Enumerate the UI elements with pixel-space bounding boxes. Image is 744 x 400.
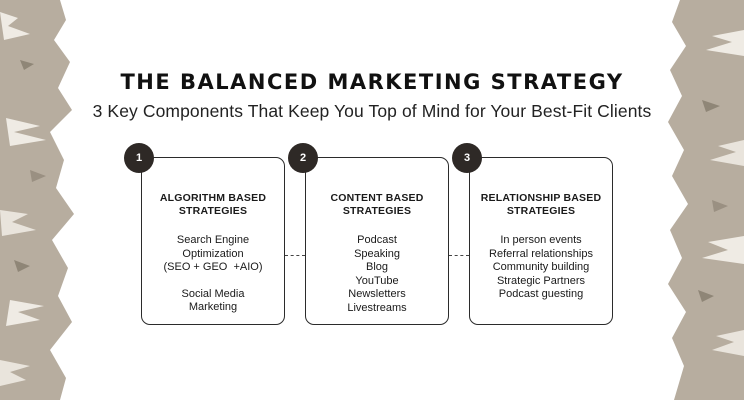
card-heading: ALGORITHM BASED STRATEGIES [142, 192, 284, 218]
card-heading-line: ALGORITHM BASED [159, 192, 267, 204]
card-item: Referral relationships [489, 247, 593, 260]
card-item: Marketing [188, 301, 238, 314]
card-item: (SEO + GEO +AIO) [163, 261, 263, 274]
card-heading: RELATIONSHIP BASED STRATEGIES [470, 192, 612, 218]
card-item: Podcast [357, 234, 397, 246]
card-heading: CONTENT BASED STRATEGIES [306, 192, 448, 218]
strategy-card-algorithm: ALGORITHM BASED STRATEGIES Search Engine… [141, 157, 285, 325]
page-title: THE BALANCED MARKETING STRATEGY [120, 70, 624, 94]
connector-1-2 [285, 255, 305, 256]
card-item: Social Media [181, 287, 245, 300]
card-item: Optimization [182, 247, 244, 260]
strategy-card-relationship: RELATIONSHIP BASED STRATEGIES In person … [469, 157, 613, 325]
card-heading-line: CONTENT BASED [330, 192, 424, 204]
card-item: In person events [500, 234, 582, 246]
card-heading-line: STRATEGIES [342, 205, 412, 217]
card-heading-line: STRATEGIES [178, 205, 248, 217]
card-item: Community building [492, 261, 590, 274]
step-number-badge: 3 [452, 143, 482, 173]
card-item: Livestreams [347, 301, 407, 314]
card-item: Search Engine [176, 234, 250, 246]
card-item: Speaking [354, 247, 400, 260]
right-texture-panel [662, 0, 744, 400]
strategy-card-content: CONTENT BASED STRATEGIES Podcast Speakin… [305, 157, 449, 325]
step-number-badge: 1 [124, 143, 154, 173]
card-item: Strategic Partners [496, 274, 586, 287]
card-heading-line: RELATIONSHIP BASED [480, 192, 602, 204]
step-number-badge: 2 [288, 143, 318, 173]
page-subtitle: 3 Key Components That Keep You Top of Mi… [92, 101, 652, 121]
card-heading-line: STRATEGIES [506, 205, 576, 217]
card-item: YouTube [355, 274, 399, 287]
card-item: Blog [365, 261, 389, 274]
card-items: Search Engine Optimization (SEO + GEO +A… [142, 234, 284, 315]
left-texture-panel [0, 0, 78, 400]
card-items: Podcast Speaking Blog YouTube Newsletter… [306, 234, 448, 316]
card-item: Podcast guesting [498, 288, 584, 301]
connector-2-3 [449, 255, 469, 256]
card-items: In person events Referral relationships … [470, 234, 612, 302]
card-item-gap [142, 275, 284, 288]
card-item: Newsletters [348, 288, 406, 301]
